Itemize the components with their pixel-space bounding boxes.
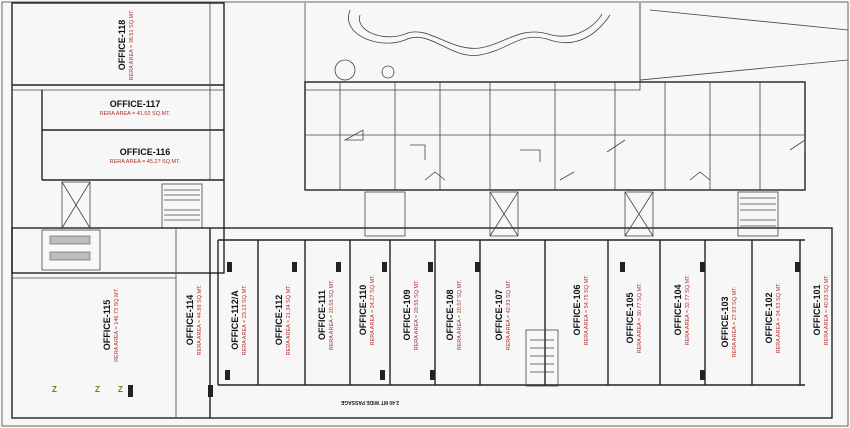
office-103-area: RERA AREA = 27.93 SQ.MT. [732, 286, 738, 357]
office-102-area: RERA AREA = 24.53 SQ.MT. [776, 282, 782, 353]
office-107-area: RERA AREA = 42.93 SQ.MT. [506, 279, 512, 350]
passage-label: 2.40 MT WIDE PASSAGE [340, 399, 399, 405]
office-112a-name: OFFICE-112/A [230, 290, 240, 350]
left-tower [11, 2, 225, 274]
garden-area [304, 3, 849, 91]
office-115-name: OFFICE-115 [102, 300, 112, 351]
office-112-name: OFFICE-112 [274, 295, 284, 346]
office-104-name: OFFICE-104 [673, 284, 683, 335]
office-118-name: OFFICE-118 [117, 20, 127, 71]
office-107-name: OFFICE-107 [494, 289, 504, 340]
office-109-name: OFFICE-109 [402, 289, 412, 340]
office-102-name: OFFICE-102 [764, 292, 774, 343]
office-101-name: OFFICE-101 [812, 284, 822, 335]
plant-mark-1: Z [52, 385, 57, 394]
office-105-area: RERA AREA = 30.77 SQ.MT. [637, 282, 643, 353]
office-117-area: RERA AREA = 41.02 SQ.MT. [100, 111, 171, 117]
office-115-area: RERA AREA = 146.73 SQ.MT. [114, 288, 120, 362]
office-108-area: RERA AREA = 20.57 SQ.MT. [457, 279, 463, 350]
plant-mark-2: Z [95, 385, 100, 394]
office-106-area: RERA AREA = 54.75 SQ.MT. [584, 274, 590, 345]
office-114-name: OFFICE-114 [185, 295, 195, 346]
office-117-name: OFFICE-117 [110, 99, 161, 109]
office-116-area: RERA AREA = 45.27 SQ.MT. [110, 159, 181, 165]
office-101-area: RERA AREA = 40.03 SQ.MT. [824, 274, 830, 345]
office-111-name: OFFICE-111 [317, 290, 327, 340]
office-103-name: OFFICE-103 [720, 296, 730, 347]
service-wing [304, 81, 806, 191]
office-104-area: RERA AREA = 32.77 SQ.MT. [685, 274, 691, 345]
office-118-area: RERA AREA = 38.51 SQ.MT. [129, 9, 135, 80]
office-110-name: OFFICE-110 [358, 285, 368, 336]
office-108-name: OFFICE-108 [445, 289, 455, 340]
main-block [11, 191, 833, 419]
office-106-name: OFFICE-106 [572, 284, 582, 335]
office-109-area: RERA AREA = 20.55 SQ.MT. [414, 279, 420, 350]
office-114-area: RERA AREA = 44.98 SQ.MT. [197, 284, 203, 355]
plant-mark-3: Z [118, 385, 123, 394]
office-116-name: OFFICE-116 [120, 147, 171, 157]
office-110-area: RERA AREA = 24.27 SQ.MT. [370, 274, 376, 345]
office-112a-area: RERA AREA = 23.13 SQ.MT. [242, 284, 248, 355]
office-112-area: RERA AREA = 21.34 SQ.MT. [286, 284, 292, 355]
office-105-name: OFFICE-105 [625, 292, 635, 343]
office-111-area: RERA AREA = 20.55 SQ.MT. [329, 279, 335, 350]
